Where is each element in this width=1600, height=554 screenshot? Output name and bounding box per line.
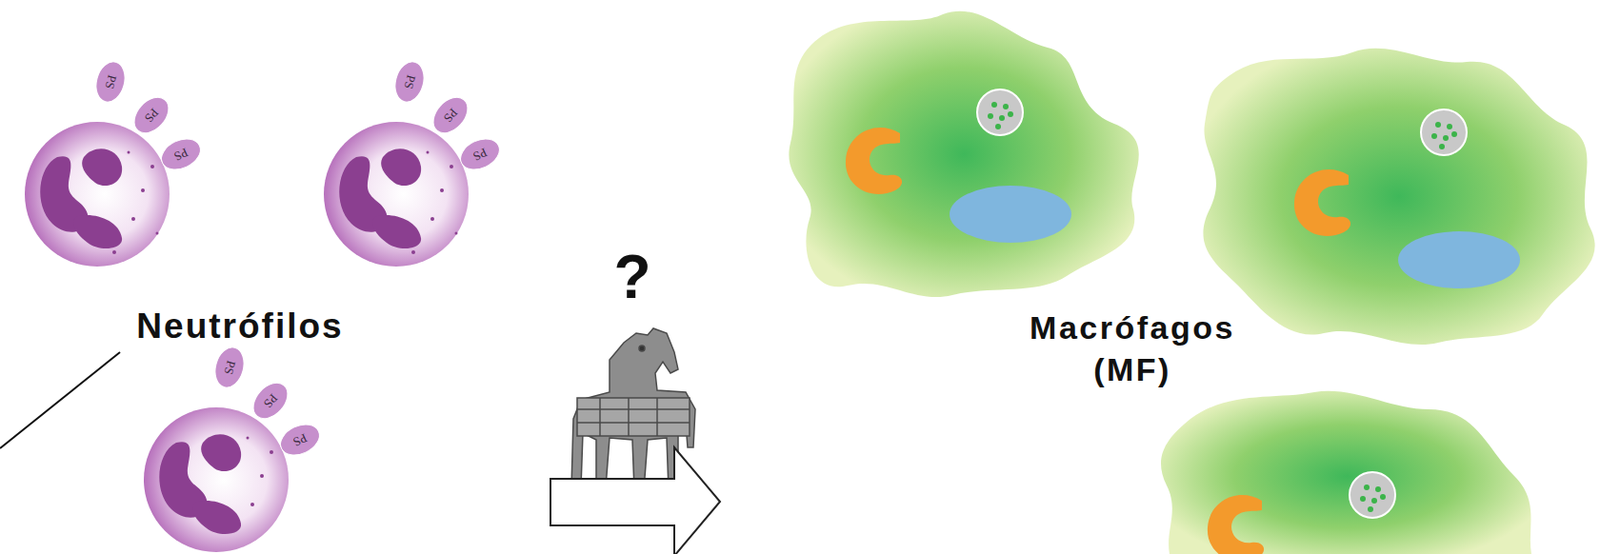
- macrophage-cell: [788, 11, 1139, 298]
- group-label: Macrófagos (MF): [1013, 306, 1252, 391]
- ps-marker: PS: [210, 343, 249, 392]
- neutrophil-cell: [143, 407, 289, 553]
- question-mark: ?: [594, 238, 671, 318]
- ps-label: PS: [385, 62, 434, 101]
- ps-label: PS: [205, 348, 254, 387]
- neutrophil-cell: [323, 121, 469, 267]
- macrophage-cell: [1202, 48, 1595, 345]
- ps-marker: PS: [91, 58, 130, 106]
- ps-label: PS: [159, 129, 203, 180]
- neutrophil-cell: [24, 121, 170, 267]
- macrophage-cell: [1160, 391, 1534, 554]
- block-arrow: [550, 447, 720, 554]
- leader-line: [0, 352, 120, 449]
- ps-label: PS: [458, 129, 502, 180]
- ps-label: PS: [278, 415, 322, 466]
- group-label: Neutrófilos: [97, 303, 383, 350]
- ps-label: PS: [86, 62, 135, 101]
- ps-marker: PS: [390, 58, 429, 106]
